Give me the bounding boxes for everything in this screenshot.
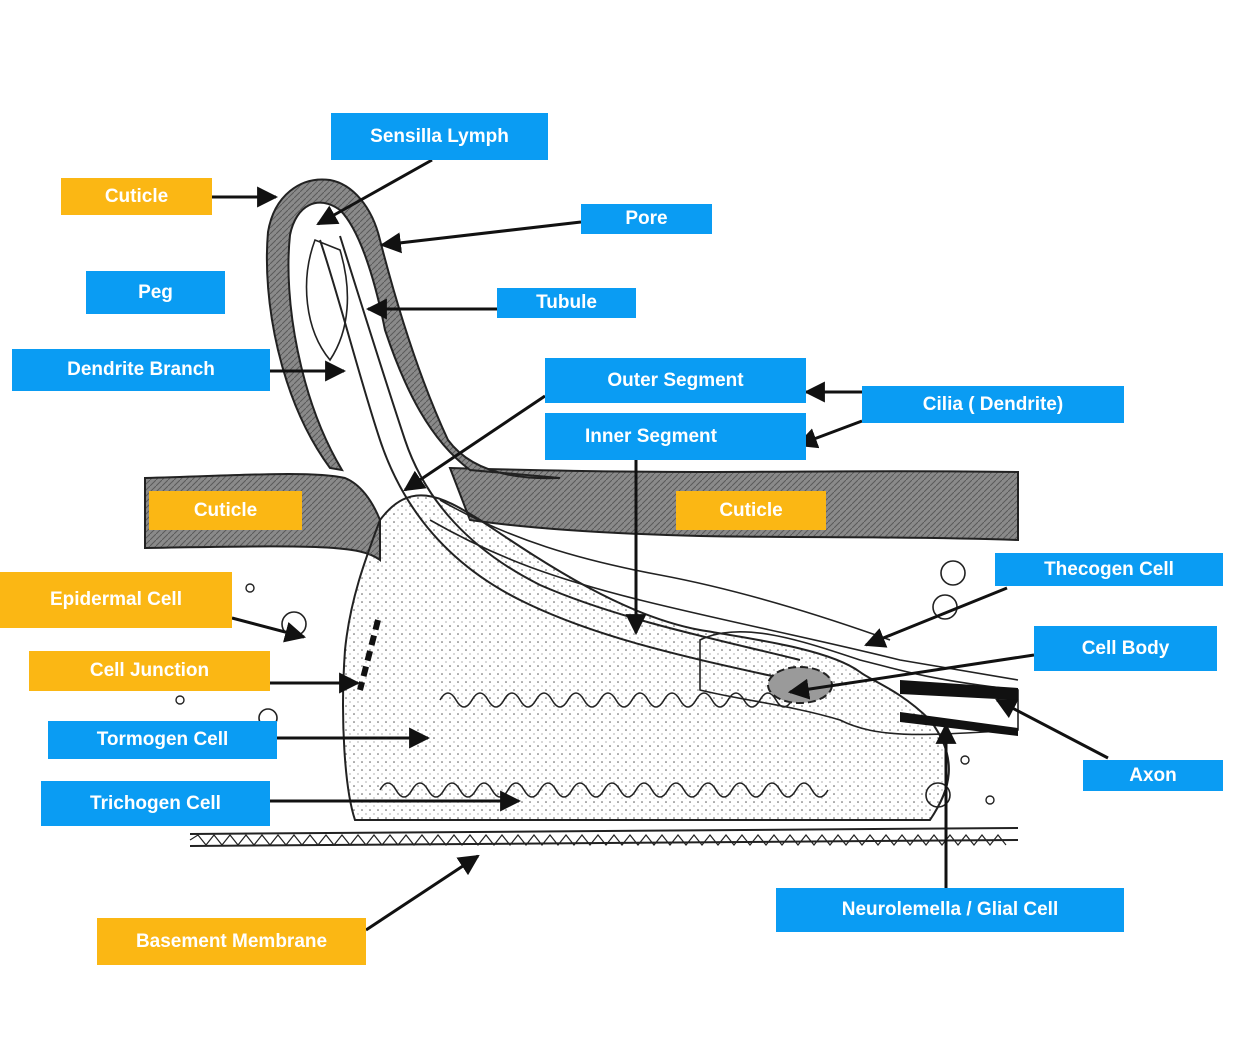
basement-membrane-zigzag	[189, 834, 1007, 846]
trichogen-boundary-lower	[379, 782, 829, 798]
label-outer-segment: Outer Segment	[545, 358, 806, 403]
label-dendrite-branch: Dendrite Branch	[12, 349, 270, 391]
label-trichogen-cell: Trichogen Cell	[41, 781, 270, 826]
label-axon: Axon	[1083, 760, 1223, 791]
label-basement-membrane: Basement Membrane	[97, 918, 366, 965]
label-cilia-dendrite: Cilia ( Dendrite)	[862, 386, 1124, 423]
label-cell-body: Cell Body	[1034, 626, 1217, 671]
dendrite-tube	[319, 239, 791, 681]
epidermal-organelle-8	[985, 795, 995, 805]
label-thecogen-cell: Thecogen Cell	[995, 553, 1223, 586]
label-peg: Peg	[86, 271, 225, 314]
arrow-epidermal-cell	[231, 616, 307, 643]
basement-membrane-line	[189, 827, 1019, 835]
dendrite-tube-4	[439, 499, 891, 641]
trichogen-boundary	[439, 692, 809, 708]
cell-junction-band	[357, 619, 381, 691]
arrow-pore	[379, 220, 582, 254]
cell-body-nucleus	[767, 666, 833, 704]
label-cuticle-right: Cuticle	[676, 491, 826, 530]
epidermal-organelle-7	[175, 695, 185, 705]
peg-cuticle	[265, 178, 561, 480]
sensillum-socket	[342, 494, 950, 821]
arrow-thecogen-cell	[864, 586, 1008, 648]
arrow-basement-membrane	[365, 854, 480, 932]
leader-arrows	[212, 158, 1109, 932]
axon-shape	[900, 680, 1018, 700]
arrow-cell-body	[787, 653, 1035, 700]
epidermal-organelle-6	[245, 583, 255, 593]
label-cuticle-top: Cuticle	[61, 178, 212, 215]
label-pore: Pore	[581, 204, 712, 234]
arrow-sensilla-lymph	[316, 158, 433, 226]
label-neurolemella-glial-cell: Neurolemella / Glial Cell	[776, 888, 1124, 932]
axon-shape-lower	[900, 712, 1018, 736]
label-cell-junction: Cell Junction	[29, 651, 270, 691]
dendrite-tube-2	[339, 235, 801, 661]
arrow-cilia-inner	[796, 419, 863, 449]
epidermal-organelle-3	[940, 560, 966, 586]
label-sensilla-lymph: Sensilla Lymph	[331, 113, 548, 160]
label-epidermal-cell: Epidermal Cell	[0, 572, 232, 628]
arrow-axon	[995, 698, 1109, 760]
dendrite-tube-3	[429, 519, 1019, 681]
label-tubule: Tubule	[497, 288, 636, 318]
epidermal-organelle-5	[925, 782, 951, 808]
label-inner-segment: Inner Segment	[545, 413, 806, 460]
label-cuticle-left: Cuticle	[149, 491, 302, 530]
epidermal-organelle-9	[960, 755, 970, 765]
dendrite-loop	[305, 238, 349, 362]
arrow-outer-segment	[403, 394, 546, 492]
label-tormogen-cell: Tormogen Cell	[48, 721, 277, 759]
